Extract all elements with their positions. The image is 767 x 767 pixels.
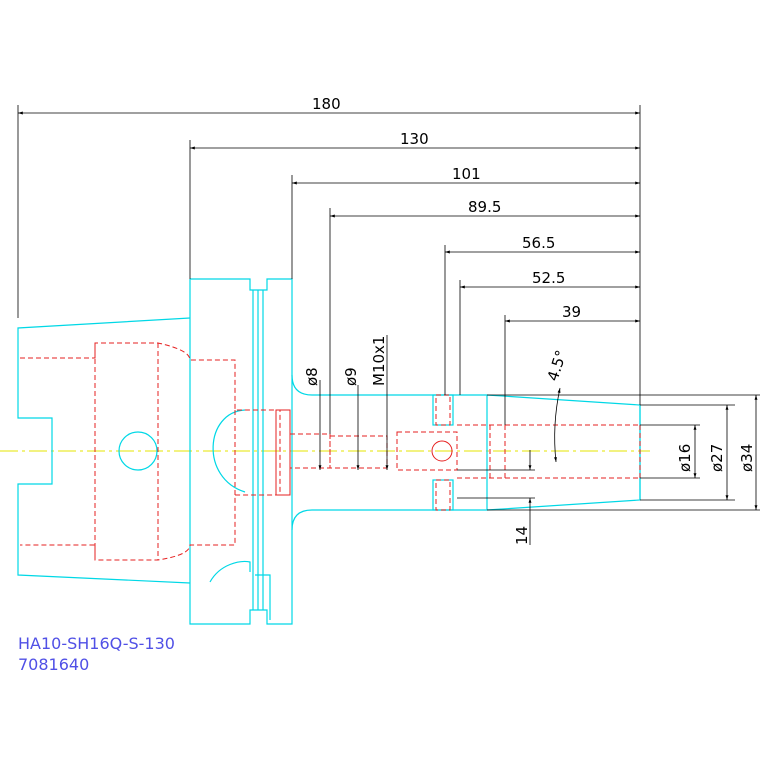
flange-outline bbox=[189, 278, 293, 625]
hidden-bore-lines bbox=[20, 342, 641, 561]
dim-130: 130 bbox=[400, 130, 429, 148]
ball-hole bbox=[431, 440, 453, 462]
dimension-lines bbox=[17, 105, 760, 545]
dim-39: 39 bbox=[562, 303, 581, 321]
dim-180: 180 bbox=[312, 95, 341, 113]
taper-shank-outline bbox=[17, 317, 191, 584]
dim-dia-8: ø8 bbox=[303, 367, 321, 386]
part-number-label: 7081640 bbox=[18, 655, 90, 674]
dimension-labels: 180 130 101 89.5 56.5 52.5 39 ø8 ø9 M10x… bbox=[303, 95, 756, 545]
dim-89-5: 89.5 bbox=[468, 198, 501, 216]
dim-52-5: 52.5 bbox=[532, 269, 565, 287]
dim-dia-16: ø16 bbox=[676, 444, 694, 472]
holder-nose-outline bbox=[291, 374, 641, 531]
dim-14: 14 bbox=[513, 526, 531, 545]
dim-angle: 4.5° bbox=[544, 348, 571, 383]
dim-dia-34: ø34 bbox=[738, 444, 756, 472]
dim-thread: M10x1 bbox=[370, 336, 388, 386]
cross-hole bbox=[118, 431, 158, 471]
dim-dia-27: ø27 bbox=[708, 444, 726, 472]
dim-dia-9: ø9 bbox=[342, 367, 360, 386]
dim-56-5: 56.5 bbox=[522, 234, 555, 252]
part-name-label: HA10-SH16Q-S-130 bbox=[18, 634, 175, 653]
dim-101: 101 bbox=[452, 165, 481, 183]
